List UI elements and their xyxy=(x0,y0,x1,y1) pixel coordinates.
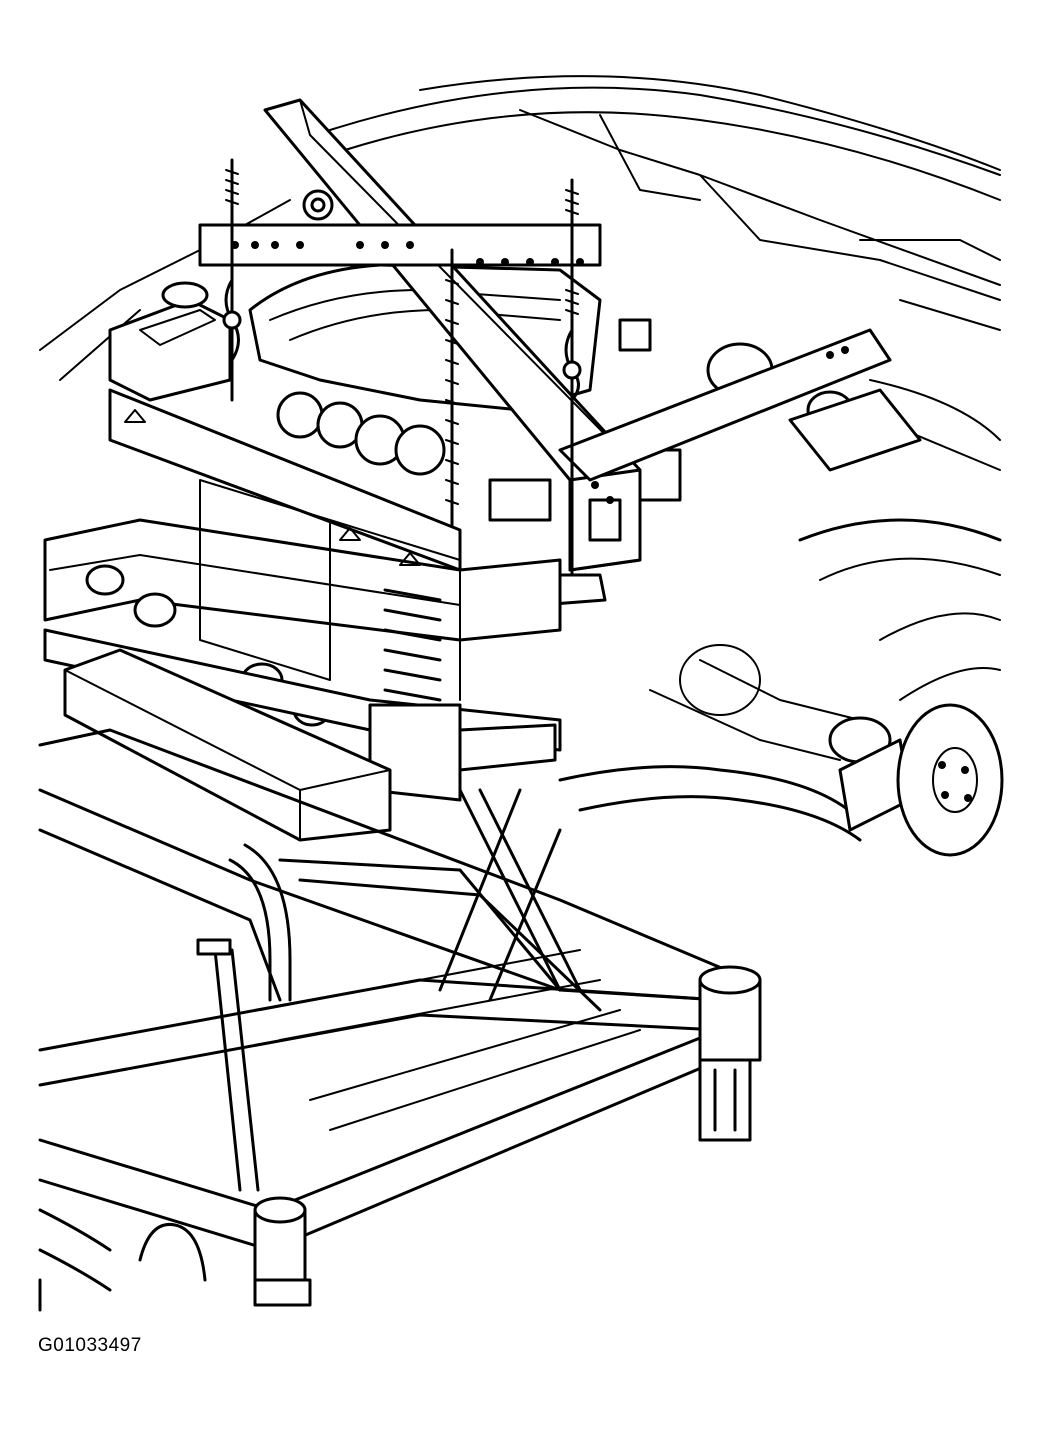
front-suspension-right xyxy=(558,644,1004,857)
engine-support-fixture xyxy=(198,98,922,607)
lift-table xyxy=(38,648,762,1312)
figure-reference-code: G01033497 xyxy=(38,1335,142,1356)
brake-rotor xyxy=(896,703,1004,857)
front-cradle-frame xyxy=(43,388,562,802)
